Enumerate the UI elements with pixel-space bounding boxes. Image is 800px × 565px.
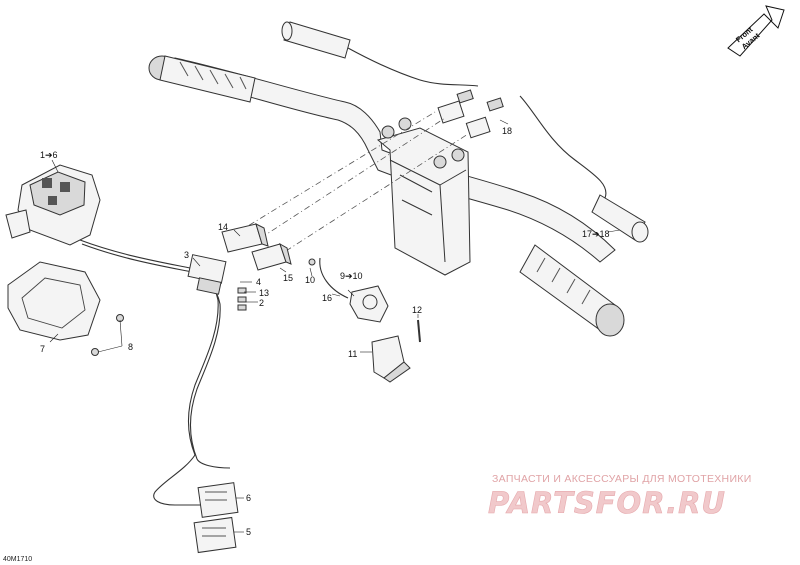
harness-clips-2-4-13: [237, 287, 247, 311]
callout-17-18: 17➔18: [582, 229, 610, 239]
callout-6: 6: [246, 493, 251, 503]
callout-16: 16: [322, 293, 332, 303]
switch-housing: [5, 164, 101, 246]
relay-connector-15: [251, 242, 292, 271]
watermark: ЗАПЧАСТИ И АКСЕССУАРЫ ДЛЯ МОТОТЕХНИКИ PA…: [488, 473, 752, 520]
callout-1-6: 1➔6: [40, 150, 58, 160]
watermark-brand: PARTSFOR.RU: [488, 486, 726, 520]
switch-housing-cover: [7, 261, 101, 341]
harness-connectors-5-6: [193, 482, 239, 554]
sensor-switch-9-10: [308, 257, 389, 323]
pin-12: [417, 319, 421, 343]
callout-2: 2: [259, 298, 264, 308]
callout-11: 11: [348, 349, 357, 359]
wiring-harness: [79, 239, 231, 506]
alignment-lines: [237, 111, 469, 259]
harness-connector-3: [187, 254, 227, 295]
heated-grip-element-right: [519, 95, 649, 243]
callout-10: 10: [305, 275, 315, 285]
callout-12: 12: [412, 305, 422, 315]
watermark-tagline: ЗАПЧАСТИ И АКСЕССУАРЫ ДЛЯ МОТОТЕХНИКИ: [492, 473, 752, 485]
callout-14: 14: [218, 222, 228, 232]
callout-8: 8: [128, 342, 133, 352]
bracket-11: [371, 335, 411, 383]
callout-15: 15: [283, 273, 293, 283]
callout-5: 5: [246, 527, 251, 537]
callout-13: 13: [259, 288, 269, 298]
right-grip: [519, 244, 625, 337]
handlebar-riser: [376, 117, 471, 276]
callout-4: 4: [256, 277, 261, 287]
callout-7: 7: [40, 344, 45, 354]
reference-code: 40M1710: [3, 556, 32, 563]
connector-18-set: [437, 89, 504, 139]
left-grip: [148, 55, 256, 103]
relay-connector-14: [221, 223, 269, 253]
leader-lines: [49, 119, 621, 533]
callout-18: 18: [502, 126, 512, 136]
front-direction-badge: Front Avant: [727, 5, 785, 57]
callout-9-10: 9➔10: [340, 271, 363, 281]
callout-labels: 1➔6 3 4 13 2 7 8 14 15 10 9➔10 16 12 11 …: [40, 126, 610, 537]
callout-3: 3: [184, 250, 189, 260]
heated-grip-element-left: [281, 21, 479, 87]
